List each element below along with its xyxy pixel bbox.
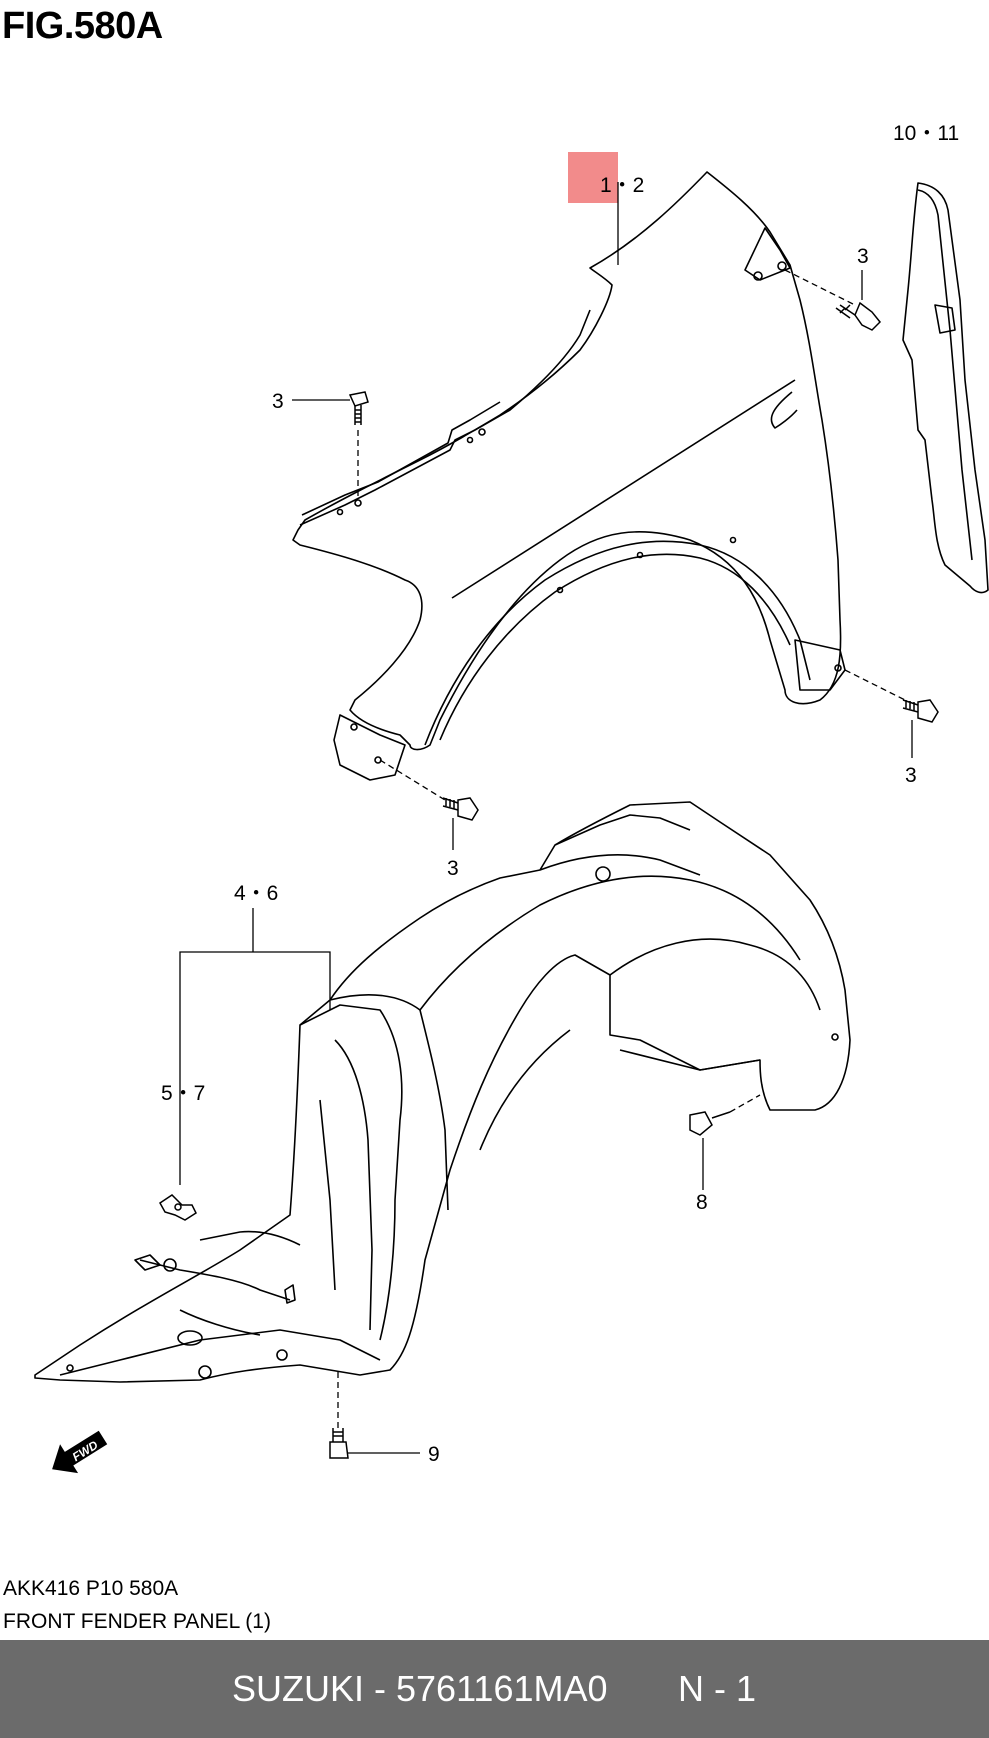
leader-lines [179, 182, 913, 1454]
bolt-3-top-left[interactable] [348, 391, 369, 425]
callout-8: 8 [696, 1191, 708, 1214]
fender-liner[interactable] [34, 801, 851, 1383]
callout-3-front: 3 [447, 857, 459, 880]
figure-title: FIG.580A [2, 5, 163, 47]
callout-3-rear: 3 [905, 764, 917, 787]
fwd-arrow-icon: FWD [52, 1430, 108, 1474]
front-fender-panel[interactable] [292, 171, 846, 781]
callout-5-7: 5・7 [161, 1082, 205, 1105]
footer-part-info: SUZUKI-5761161MA0 [232, 1640, 608, 1738]
clip-8[interactable] [689, 1111, 731, 1136]
nut-5-7[interactable] [159, 1194, 197, 1221]
bolt-3-top-right[interactable] [835, 301, 882, 331]
callout-1-2: 1・2 [600, 174, 644, 197]
footer-page: N - 1 [678, 1668, 757, 1709]
footer-brand: SUZUKI [232, 1668, 365, 1709]
footer-part-number: 5761161MA0 [396, 1668, 608, 1709]
callout-9: 9 [428, 1443, 440, 1466]
highlight-box[interactable] [568, 152, 618, 203]
callout-10-11: 10・11 [893, 122, 959, 145]
fender-seal[interactable] [902, 182, 989, 594]
bolt-3-rear[interactable] [902, 699, 939, 723]
diagram-name: FRONT FENDER PANEL (1) [3, 1610, 271, 1633]
screw-9[interactable] [329, 1428, 349, 1459]
diagram-code: AKK416 P10 580A [3, 1577, 179, 1600]
footer-bar: SUZUKI-5761161MA0 N - 1 [0, 1640, 989, 1738]
bolt-3-front[interactable] [442, 797, 479, 821]
footer-separator: - [374, 1668, 387, 1709]
callout-3-top-right: 3 [857, 245, 869, 268]
callout-3-left: 3 [272, 390, 284, 413]
callout-4-6: 4・6 [234, 882, 278, 905]
bolts [159, 301, 939, 1459]
